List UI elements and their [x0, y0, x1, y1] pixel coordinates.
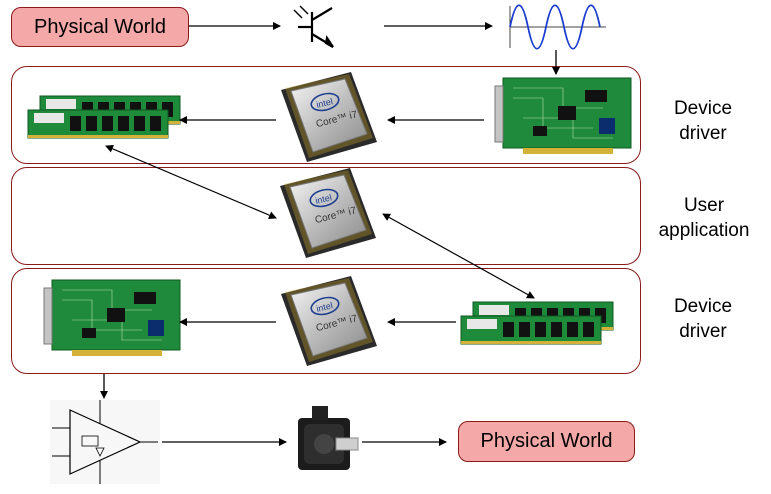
physical-world-source-label: Physical World	[34, 15, 166, 38]
data-acquisition-card-icon	[494, 77, 632, 155]
user-application-label-line2: application	[658, 220, 750, 241]
cpu-chip-icon	[280, 275, 378, 367]
device-driver-bottom-label-line2: driver	[679, 321, 727, 342]
sine-wave-icon	[509, 4, 606, 50]
arrow-cpu-mid-to-ram-bottom	[382, 213, 535, 299]
device-driver-bottom-label: Device driver	[648, 294, 758, 344]
device-driver-top-label-line1: Device	[673, 98, 733, 119]
user-application-label-line1: User	[683, 195, 725, 216]
user-application-label: User application	[645, 193, 763, 243]
ram-module-icon	[460, 301, 614, 345]
device-driver-top-label: Device driver	[648, 96, 758, 146]
physical-world-target-label: Physical World	[480, 430, 613, 452]
ram-module-icon	[27, 95, 181, 139]
servo-motor-icon	[298, 406, 359, 470]
data-acquisition-card-icon	[43, 279, 181, 357]
arrow-ram-top-to-cpu-mid	[105, 145, 277, 219]
cpu-chip-icon	[280, 71, 378, 163]
phototransistor-icon	[293, 5, 334, 48]
cpu-chip-icon	[279, 167, 377, 259]
device-driver-top-label-line2: driver	[679, 123, 727, 144]
amplifier-circuit-icon	[50, 400, 160, 484]
physical-world-source-box: Physical World	[11, 7, 189, 47]
physical-world-target-box: Physical World	[458, 421, 635, 462]
device-driver-bottom-label-line1: Device	[673, 296, 733, 317]
